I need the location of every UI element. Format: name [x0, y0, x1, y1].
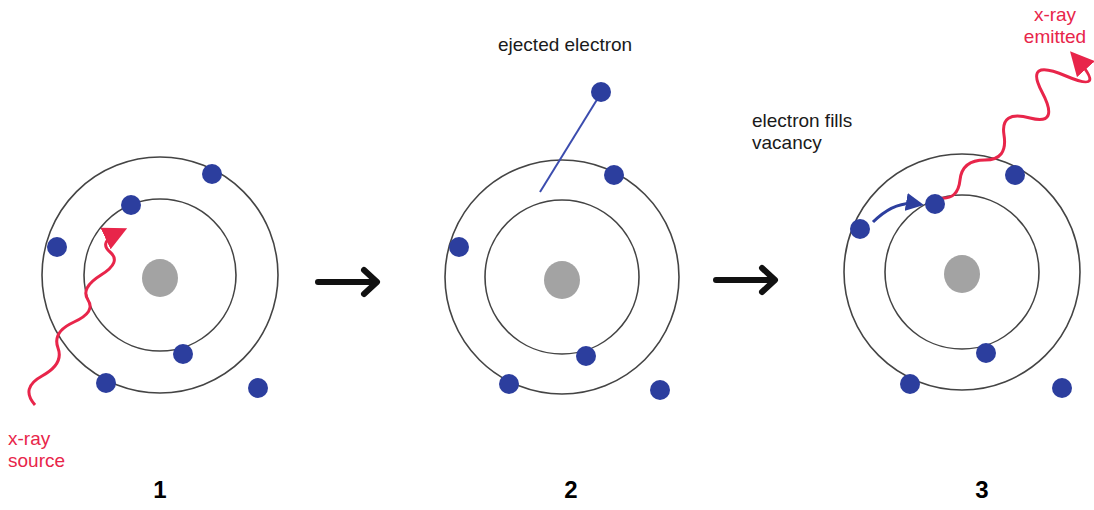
electron-label: ejected electron [498, 34, 698, 56]
step-number: 3 [962, 476, 1002, 504]
emitted-label: x-ray emitted [1020, 4, 1090, 48]
vacancy-label: electron fills vacancy [752, 110, 892, 154]
step-number: 2 [551, 476, 591, 504]
source-label: x-ray source [8, 428, 88, 472]
step-number: 1 [140, 476, 180, 504]
